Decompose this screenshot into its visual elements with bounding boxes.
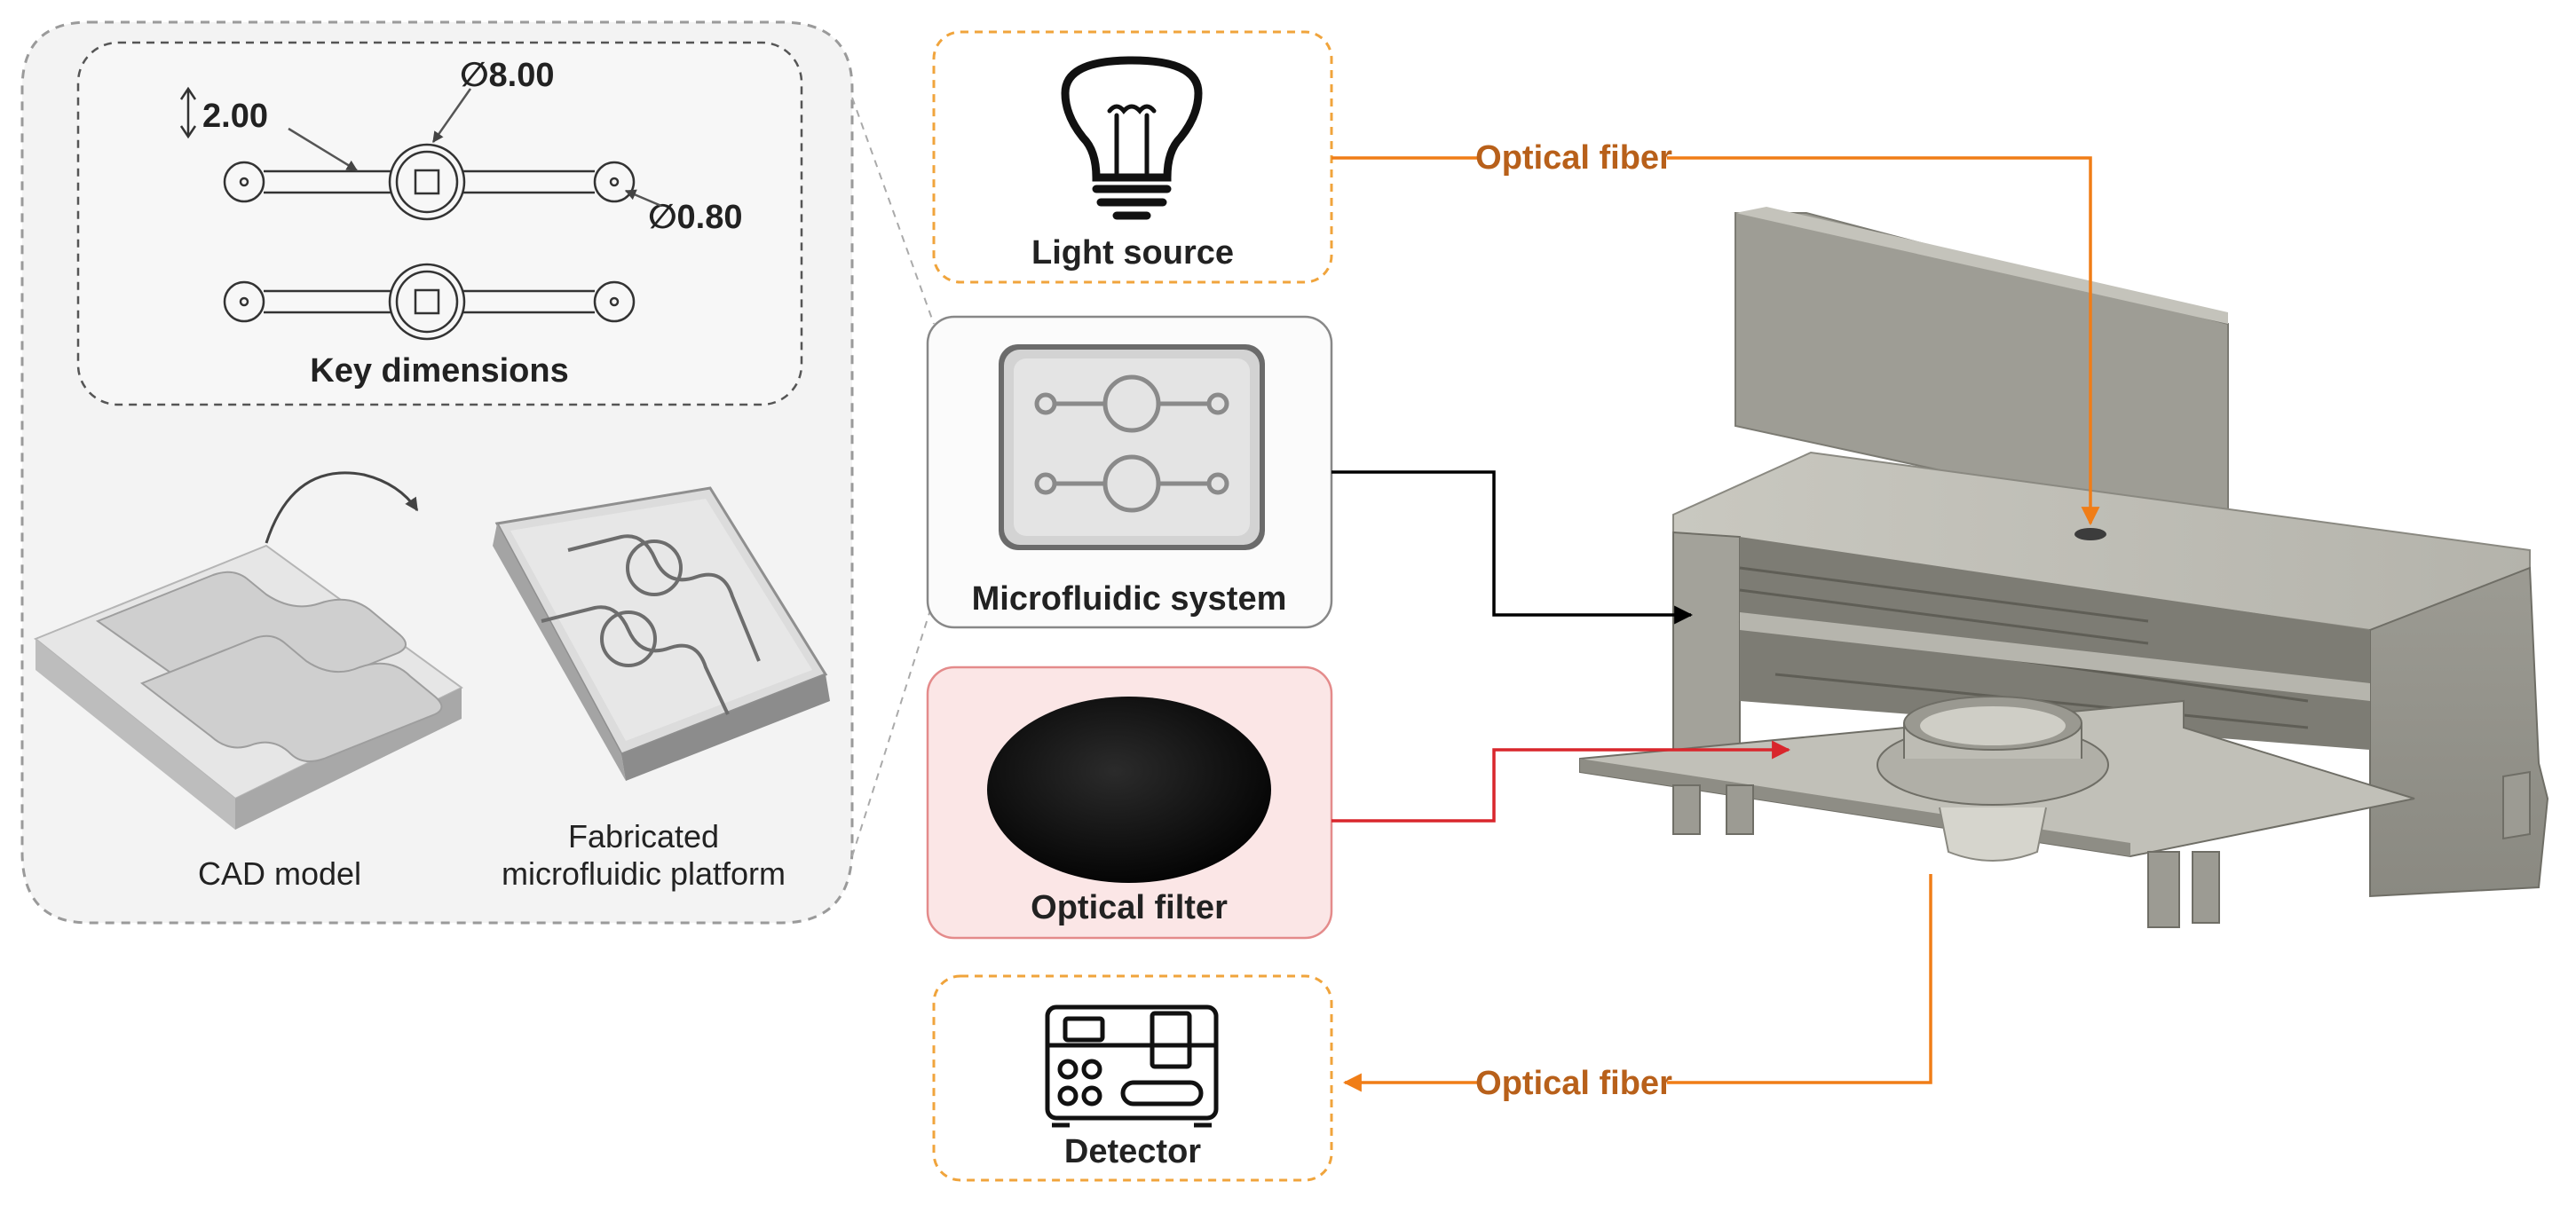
channel-drawing-top [223,143,636,221]
microfluidic-system-label: Microfluidic system [972,580,1287,618]
fiber-top-label-bg [1481,135,1667,177]
light-source-label: Light source [1031,234,1234,272]
microfluidic-connector [1331,470,1694,625]
detector-icon [1045,1004,1219,1128]
port-diameter-label: ∅0.80 [648,199,743,236]
detector-box: Detector [932,974,1333,1182]
housing-legs [1672,770,2531,928]
thickness-label: 2.00 [202,98,268,135]
fiber-top-label: Optical fiber [1475,139,1672,177]
filter-holder [1877,696,2109,862]
housing-3d-model [1579,207,2549,928]
cad-to-fabricated-arrow [265,471,419,544]
microfluidic-system-box: Microfluidic system [926,315,1333,629]
optical-filter-label: Optical filter [1031,889,1228,926]
key-dimensions-title: Key dimensions [310,352,568,390]
cad-model-label: CAD model [198,855,361,892]
detector-label: Detector [1064,1133,1201,1170]
fabricated-label-line1: Fabricated [568,818,719,855]
fabricated-label-line2: microfluidic platform [502,855,786,892]
thickness-leader [288,127,359,172]
cad-model-image [34,544,463,830]
zoom-line-top [851,97,935,325]
port-leader [624,189,662,208]
top-aperture [2074,528,2106,540]
light-bulb-icon [1061,56,1203,220]
fiber-bottom-label-bg [1481,1061,1667,1104]
left-panel: 2.00 ∅8.00 ∅0.80 Key dimensions [20,20,854,925]
fiber-bottom-label: Optical fiber [1475,1065,1672,1102]
thickness-dim-icon [179,86,197,139]
fiber-bottom-line [1342,874,1932,1092]
channel-drawing-bottom [223,263,636,341]
chamber-leader [431,88,472,144]
microfluidic-chip-image [999,344,1265,550]
fabricated-platform-image [493,486,830,781]
optical-filter-box: Optical filter [926,666,1333,940]
zoom-line-bottom [851,598,935,857]
chamber-diameter-label: ∅8.00 [460,57,555,94]
light-source-box: Light source [932,30,1333,284]
optical-filter-image [987,697,1271,883]
filter-connector [1331,740,1791,823]
